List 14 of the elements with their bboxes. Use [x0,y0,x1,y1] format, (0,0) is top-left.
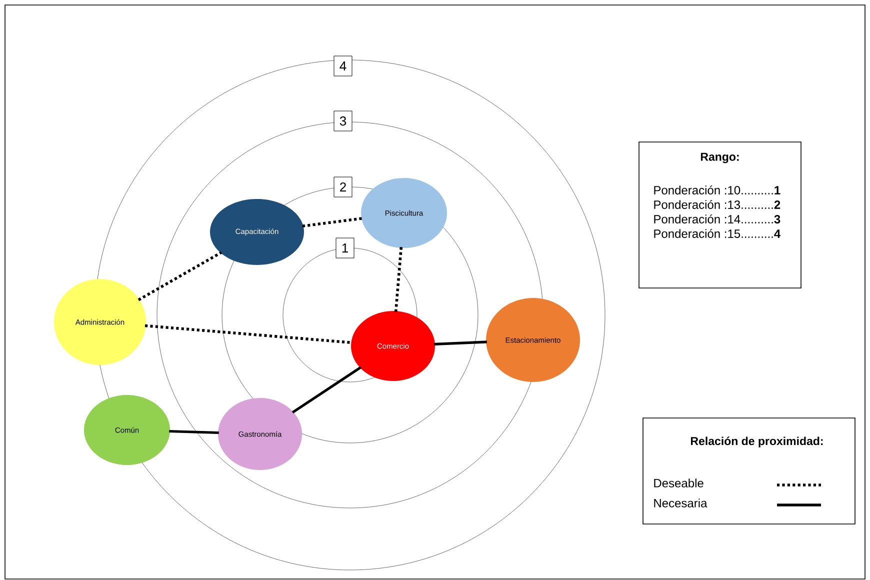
dotted-connector [138,251,222,302]
ring-number-box: 2 [334,176,352,198]
dotted-connector [302,217,363,228]
ring-number-box: 1 [336,238,354,258]
connector-line [169,430,219,434]
ring-number-box: 3 [334,110,352,132]
connector-line [292,366,362,414]
ring-number-box: 4 [334,56,352,76]
dotted-connector [144,324,352,344]
legend-label: Necesaria [654,498,708,508]
legend-label: Deseable [654,478,704,488]
range-panel: Rango: Ponderación :10..........1 Ponderación :13..........2 Ponderación :14..........3 Ponderación :15..........4 [638,142,802,288]
connector-line [434,340,487,346]
dotted-connector [394,247,403,312]
